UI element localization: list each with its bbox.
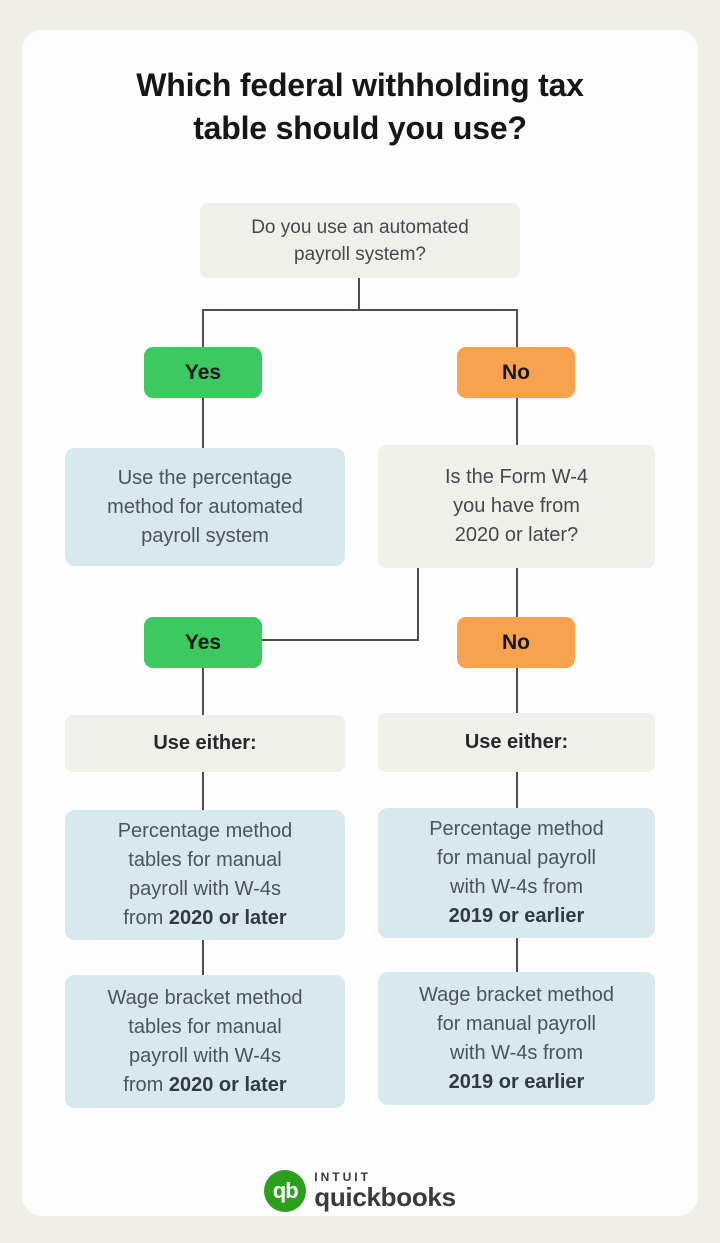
title-line-1: Which federal withholding tax	[136, 67, 584, 103]
connector-use-right-down	[516, 772, 518, 808]
page-title: Which federal withholding tax table shou…	[60, 64, 660, 150]
result-text: Percentage method	[429, 818, 604, 840]
question-text: 2020 or later?	[454, 524, 579, 546]
logo-wordmark: INTUIT quickbooks	[314, 1170, 456, 1212]
decision-yes-1: Yes	[144, 347, 262, 398]
question-form-w4-year: Is the Form W-4 you have from 2020 or la…	[378, 445, 655, 568]
result-text-bold: 2020 or later	[168, 1073, 287, 1096]
result-text: payroll with W-4s	[129, 1044, 281, 1067]
decision-yes-2: Yes	[144, 617, 262, 668]
result-text: Wage bracket method	[419, 983, 614, 1006]
result-text: Use the percentage	[117, 466, 293, 489]
use-either-left: Use either:	[65, 715, 345, 772]
connector-q2-yes-elbow-vertical	[417, 568, 419, 641]
result-wage-bracket-manual-2020: Wage bracket method tables for manual pa…	[65, 975, 345, 1108]
result-text: for manual payroll	[437, 1012, 596, 1035]
question-text: you have from	[453, 495, 580, 517]
result-text: Wage bracket method	[107, 986, 303, 1009]
result-text-bold: 2019 or earlier	[448, 1070, 585, 1093]
result-percentage-manual-2020: Percentage method tables for manual payr…	[65, 810, 345, 940]
result-text-bold: 2020 or later	[168, 907, 287, 929]
question-text: Do you use an automated	[251, 216, 469, 238]
result-percentage-manual-2019: Percentage method for manual payroll wit…	[378, 808, 655, 938]
result-text: 2019 or earlier	[449, 1068, 585, 1097]
connector-to-no1	[516, 309, 518, 347]
title-line-2: table should you use?	[193, 110, 527, 146]
question-text: Is the Form W-4	[445, 466, 588, 488]
question-automated-payroll: Do you use an automated payroll system?	[200, 203, 520, 278]
connector-right-results	[516, 938, 518, 972]
connector-to-yes1	[202, 309, 204, 347]
quickbooks-logo-icon: qb	[264, 1170, 307, 1212]
connector-root-stem	[358, 278, 360, 310]
connector-yes2-down	[202, 668, 204, 715]
result-text: payroll with W-4s	[129, 878, 281, 900]
decision-no-1: No	[457, 347, 575, 398]
connector-yes1-down	[202, 398, 204, 448]
quickbooks-wordmark: quickbooks	[314, 1182, 456, 1212]
result-automated-percentage: Use the percentage method for automated …	[65, 448, 345, 566]
result-text: from 2020 or later	[123, 1071, 286, 1100]
result-text: 2019 or earlier	[449, 902, 585, 931]
result-text-bold: 2019 or earlier	[448, 905, 585, 927]
intuit-wordmark: INTUIT	[314, 1170, 371, 1184]
result-text: tables for manual	[128, 1015, 282, 1038]
connector-q2-yes-elbow-horizontal	[261, 639, 419, 641]
result-text: tables for manual	[128, 849, 282, 871]
result-text-prefix: from	[123, 1073, 169, 1096]
use-either-right: Use either:	[378, 713, 655, 772]
result-text: with W-4s from	[450, 876, 583, 898]
result-text-prefix: from	[123, 907, 169, 929]
result-text: Percentage method	[117, 820, 293, 842]
result-text: payroll system	[141, 524, 269, 547]
connector-no2-down	[516, 668, 518, 713]
connector-no1-down	[516, 398, 518, 445]
connector-q2-to-no2	[516, 568, 518, 617]
connector-root-split	[202, 309, 518, 311]
connector-use-left-down	[202, 772, 204, 810]
result-text: for manual payroll	[437, 847, 596, 869]
result-text: method for automated	[107, 495, 303, 518]
connector-left-results	[202, 940, 204, 975]
result-wage-bracket-manual-2019: Wage bracket method for manual payroll w…	[378, 972, 655, 1105]
decision-no-2: No	[457, 617, 575, 668]
qb-monogram: qb	[272, 1178, 299, 1203]
question-text: payroll system?	[294, 243, 426, 265]
intuit-quickbooks-logo: qb INTUIT quickbooks	[0, 1170, 720, 1212]
result-text: from 2020 or later	[123, 904, 286, 933]
result-text: with W-4s from	[450, 1041, 583, 1064]
